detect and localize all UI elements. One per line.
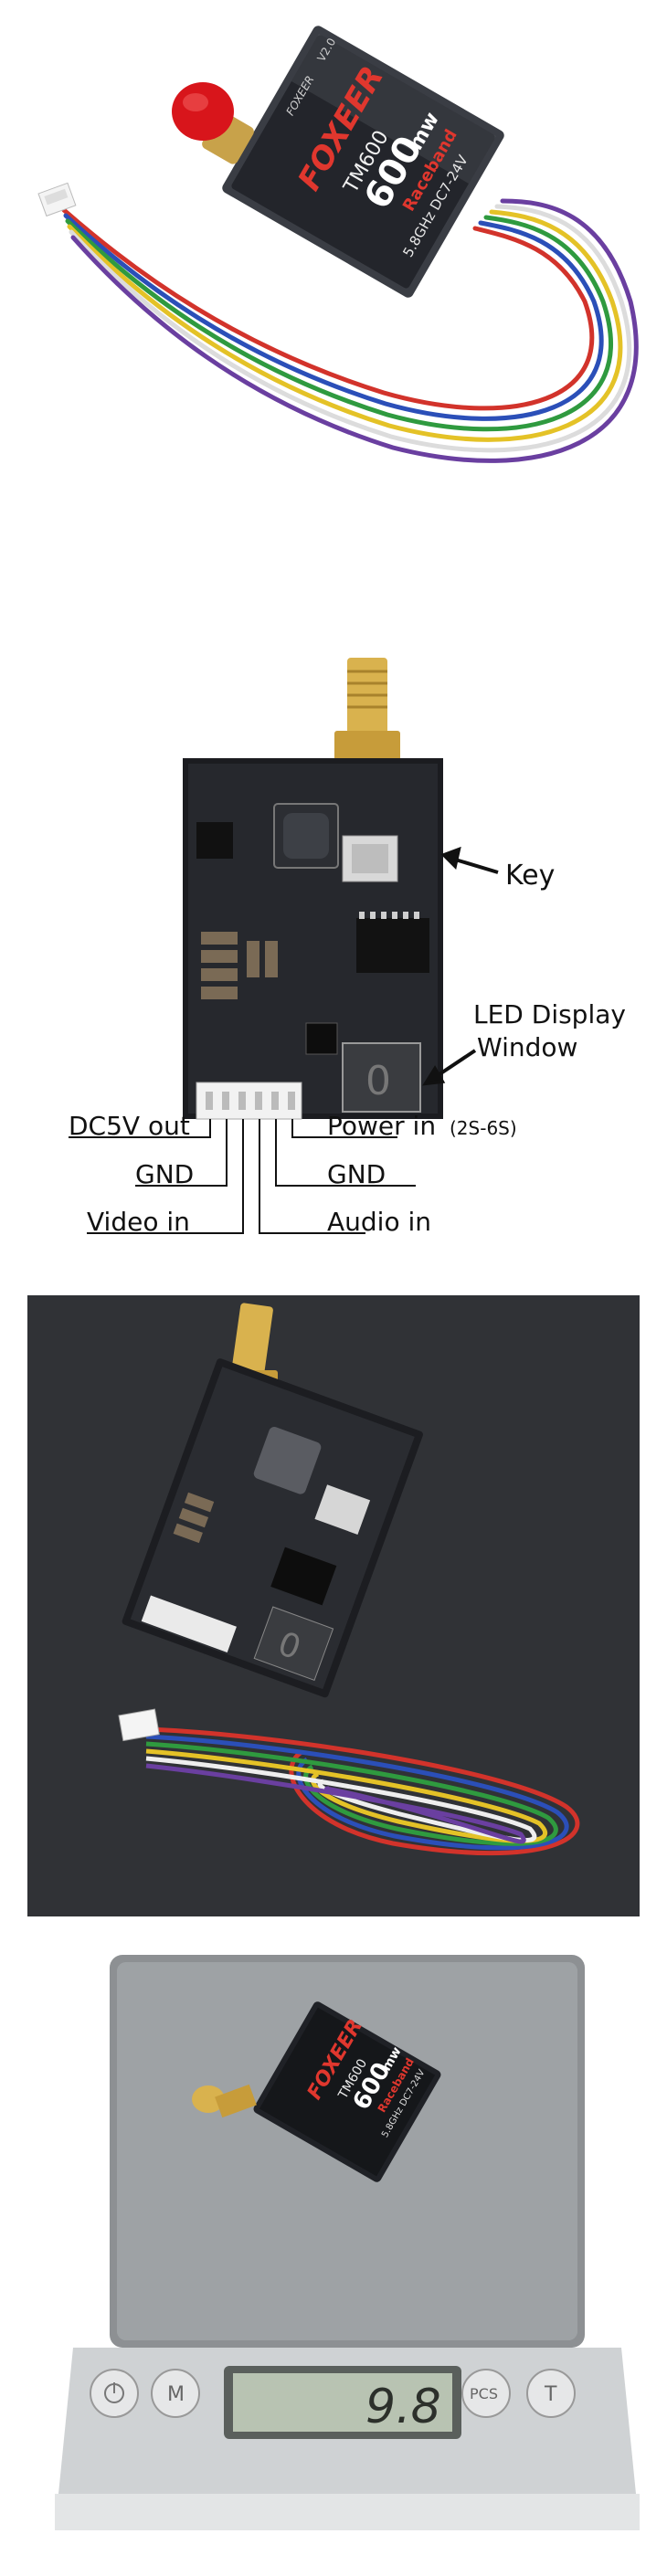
btn-pcs-label: PCS (470, 2385, 498, 2402)
wire-green (65, 215, 613, 432)
key-label: Key (505, 860, 555, 892)
pcb-dark-photo: 0 (0, 1295, 667, 1916)
btn-t-label: T (544, 2383, 557, 2406)
wire-red (61, 207, 595, 411)
label-gnd-left: GND (135, 1159, 194, 1189)
wire-purple (70, 198, 639, 463)
pin-connector (196, 1082, 302, 1120)
scale-button-t[interactable]: T (526, 2369, 576, 2418)
label-power-in: Power in (327, 1111, 436, 1141)
scale-reading: 9.8 (365, 2380, 441, 2434)
led-label-line1: LED Display (473, 999, 626, 1029)
btn-m-label: M (167, 2383, 185, 2406)
scale-photo: 9.8 M PCS T FOXEER TM600 (0, 1946, 667, 2576)
pinout-diagram: 0 Key LED Display Window DC5V out (0, 630, 667, 1270)
wire-yellow (67, 209, 623, 442)
label-audio-in: Audio in (327, 1207, 431, 1237)
wire-white (69, 204, 632, 453)
label-power-range: (2S-6S) (450, 1117, 517, 1139)
scale-button-pcs[interactable]: PCS (461, 2369, 511, 2418)
jst-connector (37, 182, 77, 217)
led-digit: 0 (365, 1058, 391, 1104)
jst-connector-dark (118, 1708, 160, 1742)
led-display (342, 1042, 421, 1113)
antenna-connector (172, 82, 254, 164)
product-photo-top: FOXEER TM600 600 mw Raceband 5.8GHz DC7-… (0, 0, 667, 512)
led-label-line2: Window (477, 1032, 577, 1062)
label-video-in: Video in (87, 1207, 190, 1237)
wire-blue (63, 213, 604, 421)
label-gnd-right: GND (327, 1159, 386, 1189)
label-dc5v-out: DC5V out (69, 1111, 190, 1141)
scale-button-m[interactable]: M (151, 2369, 200, 2418)
scale-button-power[interactable] (90, 2369, 139, 2418)
